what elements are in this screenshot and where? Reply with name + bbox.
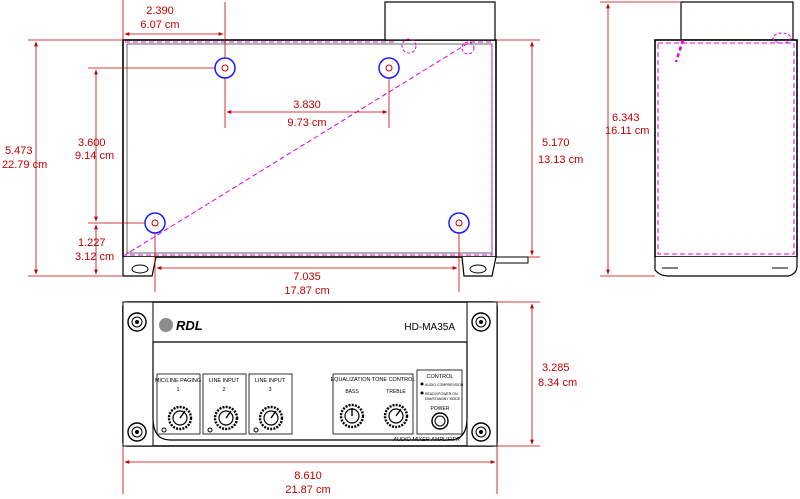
hidden-circle-icon [401, 38, 417, 54]
dim-side-cm: 16.11 cm [605, 125, 649, 137]
foot-left [122, 256, 157, 277]
dim-depth-cm: 22.79 cm [2, 159, 47, 171]
treble-label: TREBLE [386, 389, 406, 395]
input1-number: 1 [176, 387, 179, 393]
knob-icon [253, 405, 284, 433]
screw-icon [127, 422, 147, 442]
power-button-icon [431, 412, 449, 430]
input2-number: 2 [222, 387, 225, 393]
led1-label: AUDIO COMPRESSION [425, 383, 464, 387]
input3-title: LINE INPUT [255, 378, 286, 384]
side-view [654, 1, 798, 277]
foot-right [461, 256, 497, 277]
rear-connector-block [384, 1, 496, 41]
dim-bottom-cm: 3.12 cm [75, 251, 114, 263]
screw-icon [471, 312, 491, 332]
led2-label: READY/POWER ON [425, 392, 458, 396]
dim-bottom-in: 1.227 [78, 237, 106, 249]
knob-icon [339, 403, 365, 429]
dim-side-in: 6.343 [612, 112, 640, 124]
dim-foot-in: 7.035 [293, 271, 321, 283]
input3-number: 3 [268, 387, 271, 393]
input1-title: MIC/LINE PAGING [155, 378, 201, 384]
screw-icon [471, 422, 491, 442]
top-view [122, 1, 529, 277]
front-view: RDL HD-MA35A MIC/LINE PAGING 1 LINE INPU… [122, 301, 498, 447]
logo-text: RDL [176, 318, 203, 333]
dim-hole-depth-cm: 9.14 cm [75, 150, 114, 162]
power-label: POWER [431, 406, 450, 412]
top-view-body [122, 39, 497, 258]
model-label: HD-MA35A [404, 322, 455, 333]
eq-title: EQUALIZATION TONE CONTROL [331, 377, 416, 383]
dim-front-w-in: 8.610 [294, 470, 322, 482]
screw-icon [127, 312, 147, 332]
dim-hole-spacing-in: 3.830 [293, 99, 321, 111]
knob-icon [383, 403, 409, 429]
dim-body-depth-in: 5.170 [542, 137, 570, 149]
input2-title: LINE INPUT [209, 378, 240, 384]
dim-front-h-cm: 8.34 cm [538, 377, 577, 389]
dim-hole-spacing-cm: 9.73 cm [287, 117, 326, 129]
bass-label: BASS [345, 389, 359, 395]
led3-label: DIM/STANDBY MODE [425, 397, 461, 401]
led-icon [420, 391, 424, 395]
hidden-circle-icon [461, 41, 475, 55]
dim-body-depth-cm: 13.13 cm [538, 154, 583, 166]
knob-icon [161, 405, 193, 433]
dim-front-h-in: 3.285 [542, 362, 570, 374]
dim-hole-depth-in: 3.600 [78, 137, 106, 149]
dimension-lines [28, 0, 680, 494]
hidden-outline-top [123, 41, 493, 256]
knob-icon [207, 405, 239, 433]
dim-foot-cm: 17.87 cm [284, 285, 329, 297]
rdl-logo-icon [159, 318, 173, 332]
dim-depth-in: 5.473 [5, 145, 33, 157]
control-title: CONTROL [427, 374, 454, 380]
dim-offset-cm: 6.07 cm [140, 19, 179, 31]
dim-front-w-cm: 21.87 cm [285, 484, 330, 496]
led-icon [420, 382, 424, 386]
dim-offset-in: 2.390 [146, 5, 174, 17]
footer-label: AUDIO MIXER AMPLIFIER [392, 437, 460, 443]
